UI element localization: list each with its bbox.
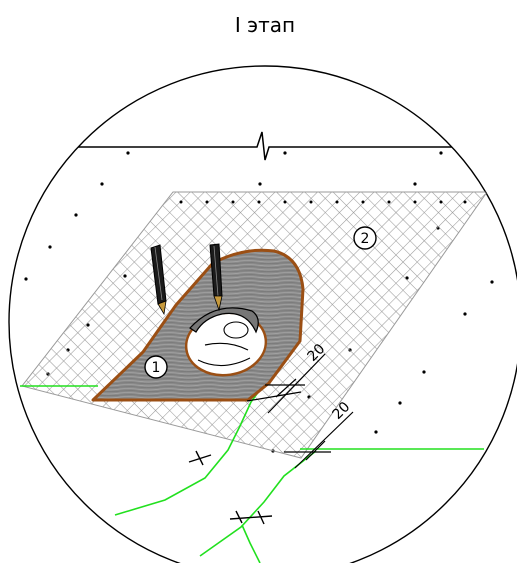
callout-2: 2 [353,226,377,250]
marker-pen-icon [150,244,167,316]
dimension-lines [246,353,354,469]
break-line [20,131,510,161]
seam-lines [20,382,484,563]
callout-2-label: 2 [361,231,370,247]
detail-circle [8,65,517,563]
mesh-dots [179,200,467,204]
tick-marks [188,450,273,525]
callout-1-label: 1 [152,360,161,376]
stage-title: I этап [235,13,295,37]
marker-pen-icon [209,243,223,312]
callout-1: 1 [144,355,168,379]
opening [184,307,268,377]
